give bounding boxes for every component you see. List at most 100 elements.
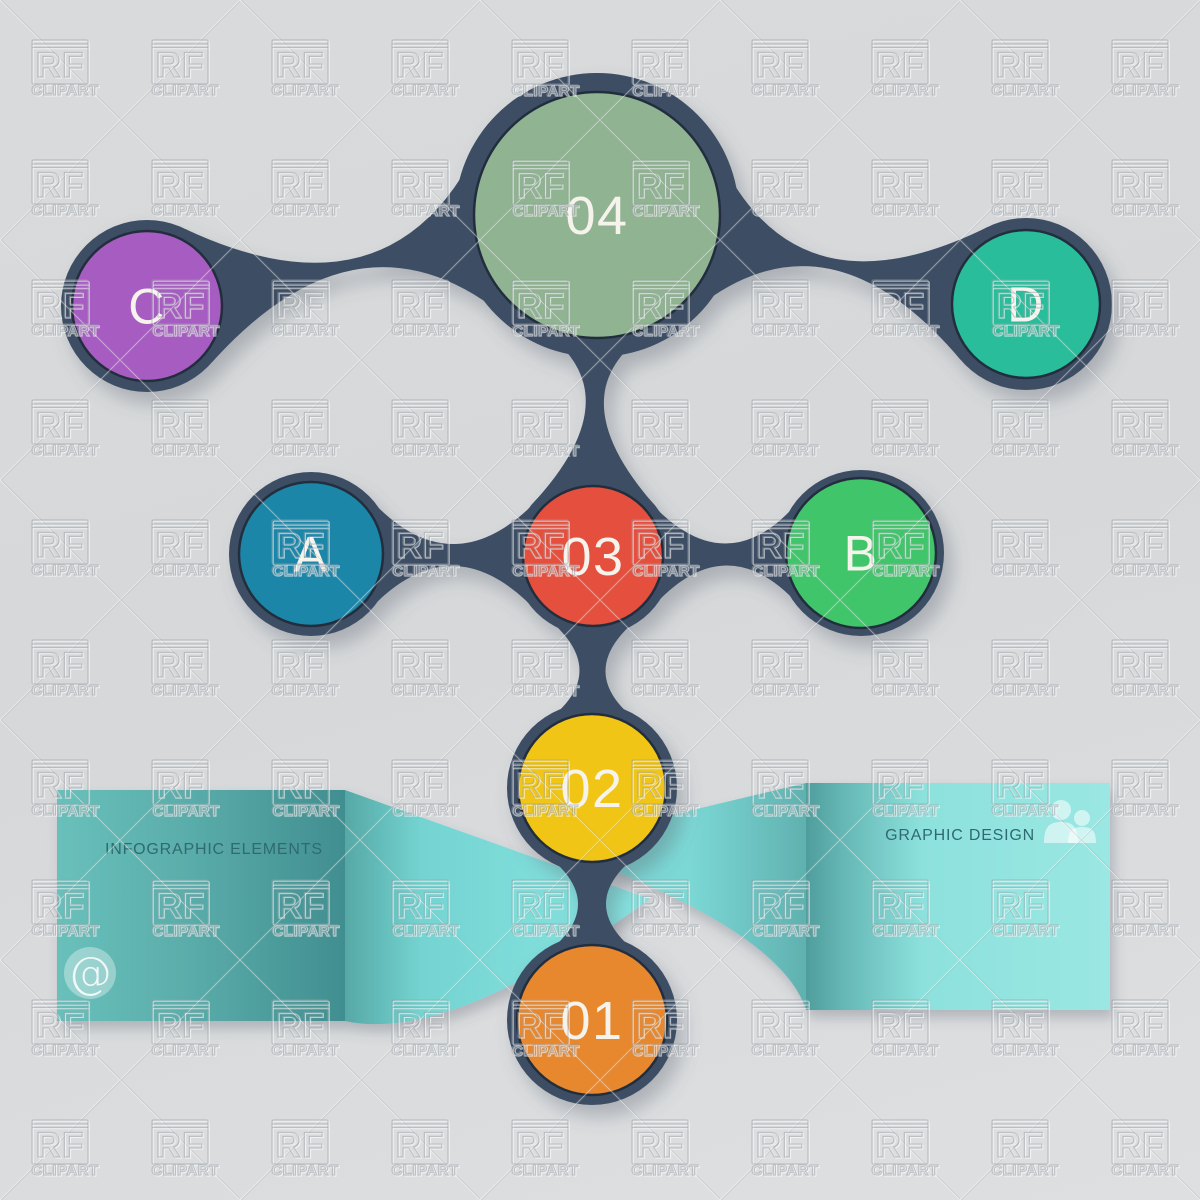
svg-text:RF: RF <box>1117 767 1166 806</box>
svg-text:CLIPART: CLIPART <box>991 682 1058 699</box>
svg-text:CLIPART: CLIPART <box>393 683 460 700</box>
svg-text:CLIPART: CLIPART <box>271 322 338 339</box>
svg-text:RF: RF <box>996 1126 1045 1165</box>
svg-text:CLIPART: CLIPART <box>393 1043 460 1060</box>
svg-text:RF: RF <box>157 47 206 86</box>
svg-text:CLIPART: CLIPART <box>391 682 458 699</box>
svg-text:RF: RF <box>756 646 805 685</box>
svg-text:RF: RF <box>156 526 205 565</box>
svg-text:CLIPART: CLIPART <box>1111 562 1178 579</box>
svg-text:RF: RF <box>516 646 565 685</box>
svg-text:RF: RF <box>876 1126 925 1165</box>
svg-text:RF: RF <box>996 646 1045 685</box>
svg-text:RF: RF <box>396 766 445 805</box>
svg-text:RF: RF <box>396 1126 445 1165</box>
svg-text:RF: RF <box>877 47 926 86</box>
svg-text:RF: RF <box>277 1127 326 1166</box>
svg-text:RF: RF <box>876 406 925 445</box>
svg-text:RF: RF <box>757 407 806 446</box>
svg-text:RF: RF <box>37 527 86 566</box>
svg-text:CLIPART: CLIPART <box>33 83 100 100</box>
svg-text:RF: RF <box>877 1127 926 1166</box>
svg-text:RF: RF <box>636 646 685 685</box>
svg-text:RF: RF <box>1117 167 1166 206</box>
svg-text:CLIPART: CLIPART <box>1113 83 1180 100</box>
node-C-label: C <box>128 279 166 335</box>
svg-text:RF: RF <box>997 407 1046 446</box>
svg-text:RF: RF <box>396 406 445 445</box>
svg-text:CLIPART: CLIPART <box>513 683 580 700</box>
svg-text:CLIPART: CLIPART <box>33 683 100 700</box>
svg-text:CLIPART: CLIPART <box>871 442 938 459</box>
svg-text:RF: RF <box>397 767 446 806</box>
svg-text:CLIPART: CLIPART <box>1111 922 1178 939</box>
svg-text:CLIPART: CLIPART <box>271 442 338 459</box>
svg-text:CLIPART: CLIPART <box>271 1162 338 1179</box>
svg-text:CLIPART: CLIPART <box>873 683 940 700</box>
svg-text:RF: RF <box>156 646 205 685</box>
svg-text:RF: RF <box>997 47 1046 86</box>
svg-text:CLIPART: CLIPART <box>31 202 98 219</box>
svg-text:CLIPART: CLIPART <box>753 83 820 100</box>
svg-text:CLIPART: CLIPART <box>391 1162 458 1179</box>
svg-text:RF: RF <box>1116 886 1165 925</box>
svg-text:CLIPART: CLIPART <box>31 1162 98 1179</box>
svg-text:CLIPART: CLIPART <box>33 563 100 580</box>
svg-text:RF: RF <box>157 527 206 566</box>
svg-text:RF: RF <box>156 406 205 445</box>
svg-text:CLIPART: CLIPART <box>751 82 818 99</box>
svg-text:CLIPART: CLIPART <box>33 443 100 460</box>
svg-text:RF: RF <box>517 1127 566 1166</box>
svg-text:CLIPART: CLIPART <box>153 203 220 220</box>
svg-text:CLIPART: CLIPART <box>513 1163 580 1180</box>
svg-text:RF: RF <box>877 647 926 686</box>
svg-text:RF: RF <box>397 407 446 446</box>
svg-text:CLIPART: CLIPART <box>391 442 458 459</box>
svg-text:CLIPART: CLIPART <box>873 83 940 100</box>
svg-text:RF: RF <box>37 167 86 206</box>
svg-text:CLIPART: CLIPART <box>991 1042 1058 1059</box>
svg-text:CLIPART: CLIPART <box>751 1162 818 1179</box>
svg-text:RF: RF <box>277 167 326 206</box>
svg-text:CLIPART: CLIPART <box>873 1043 940 1060</box>
svg-text:CLIPART: CLIPART <box>633 1163 700 1180</box>
svg-text:CLIPART: CLIPART <box>1113 203 1180 220</box>
svg-text:RF: RF <box>516 1126 565 1165</box>
svg-text:CLIPART: CLIPART <box>393 1163 460 1180</box>
svg-text:CLIPART: CLIPART <box>633 443 700 460</box>
svg-text:CLIPART: CLIPART <box>751 202 818 219</box>
svg-text:RF: RF <box>1117 407 1166 446</box>
svg-text:CLIPART: CLIPART <box>631 442 698 459</box>
svg-text:CLIPART: CLIPART <box>393 443 460 460</box>
svg-text:RF: RF <box>877 167 926 206</box>
svg-text:RF: RF <box>517 407 566 446</box>
svg-text:CLIPART: CLIPART <box>31 82 98 99</box>
svg-text:RF: RF <box>997 167 1046 206</box>
svg-text:CLIPART: CLIPART <box>1111 82 1178 99</box>
ribbon-left-label: INFOGRAPHIC ELEMENTS <box>105 841 323 858</box>
svg-text:RF: RF <box>1116 46 1165 85</box>
svg-text:CLIPART: CLIPART <box>153 443 220 460</box>
svg-text:RF: RF <box>997 647 1046 686</box>
svg-text:CLIPART: CLIPART <box>753 1163 820 1180</box>
svg-text:RF: RF <box>1116 166 1165 205</box>
svg-text:RF: RF <box>1117 287 1166 326</box>
